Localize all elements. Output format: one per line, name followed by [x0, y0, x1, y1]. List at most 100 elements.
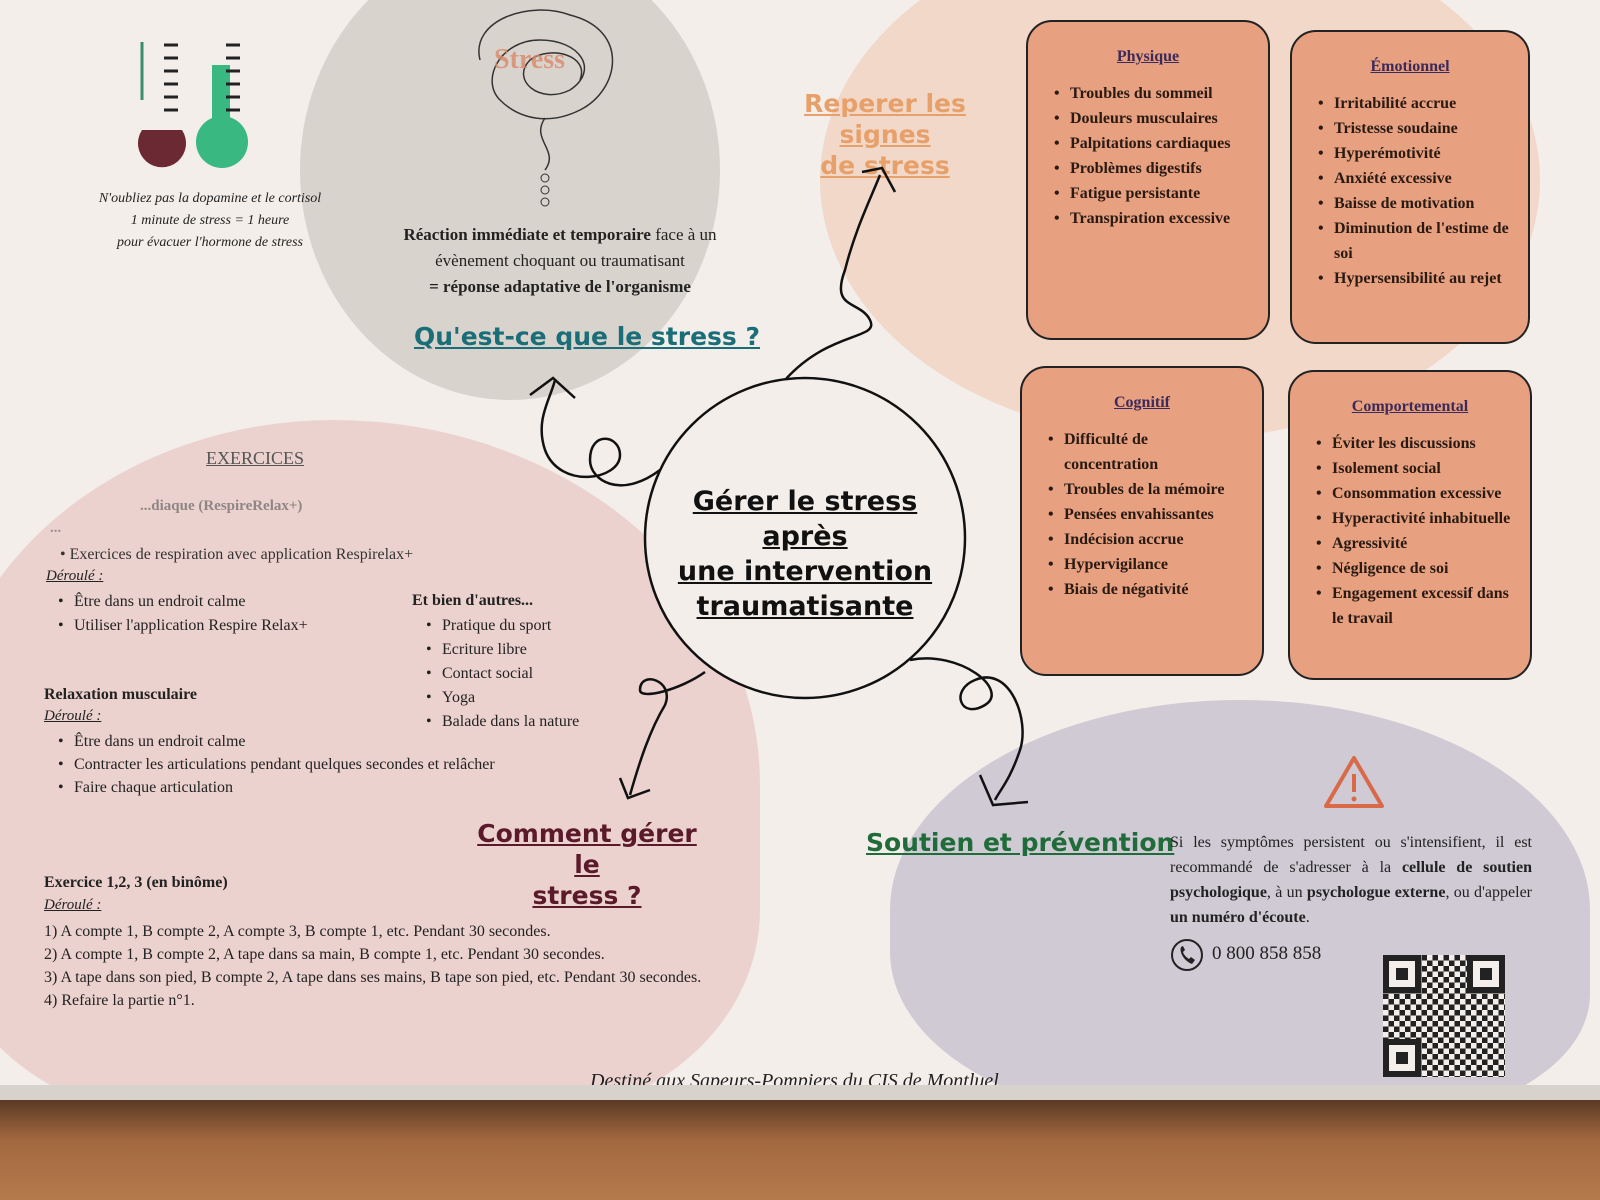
heading-how-to: Comment gérer le stress ?	[462, 818, 712, 911]
frame-edge	[0, 1085, 1600, 1103]
list-item: Balade dans la nature	[426, 710, 579, 734]
list-item: Transpiration excessive	[1054, 206, 1252, 231]
list-item: Contact social	[426, 662, 579, 686]
phone-number: 0 800 858 858	[1212, 943, 1322, 964]
heading-signs: Reperer les signes de stress	[770, 88, 1000, 181]
mindmap-arrows	[529, 166, 1029, 807]
list-item: Hyperactivité inhabituelle	[1316, 506, 1514, 531]
heading-how-to-line: stress ?	[532, 881, 642, 910]
list-item: 1) A compte 1, B compte 2, A compte 3, B…	[44, 923, 551, 940]
others-list: Pratique du sport Ecriture libre Contact…	[424, 614, 579, 734]
binome-title: Exercice 1,2, 3 (en binôme)	[44, 874, 228, 891]
list-item: Être dans un endroit calme	[58, 590, 308, 614]
support-text-part: , ou d'appeler	[1445, 884, 1532, 901]
thermometer-note: N'oubliez pas la dopamine et le cortisol…	[60, 188, 360, 254]
muscle-steps: Être dans un endroit calme Contracter le…	[56, 730, 524, 799]
list-item: Isolement social	[1316, 456, 1514, 481]
poster: N'oubliez pas la dopamine et le cortisol…	[0, 0, 1600, 1100]
bg-blob-grey-top	[300, 0, 720, 400]
list-item: Tristesse soudaine	[1318, 116, 1512, 141]
list-item: Agressivité	[1316, 531, 1514, 556]
list-item: Troubles de la mémoire	[1048, 477, 1246, 502]
cardiac-steps: Être dans un endroit calme Utiliser l'ap…	[56, 590, 308, 638]
definition-text: face à un	[650, 225, 717, 244]
cardiac-desc: • Exercices de respiration avec applicat…	[60, 546, 414, 563]
support-text: Si les symptômes persistent ou s'intensi…	[1170, 830, 1532, 930]
phone-icon	[1171, 939, 1203, 971]
box-physique: Physique Troubles du sommeil Douleurs mu…	[1026, 20, 1270, 340]
support-text-bold: cellule de soutien psychologique	[1170, 859, 1533, 901]
muscle-deroule: Déroulé :	[44, 708, 102, 724]
list-item: Hypervigilance	[1048, 552, 1246, 577]
binome-steps: 1) A compte 1, B compte 2, A compte 3, B…	[44, 920, 724, 1012]
list-item: Yoga	[426, 686, 579, 710]
list-item: Hyperémotivité	[1318, 141, 1512, 166]
list-item: Palpitations cardiaques	[1054, 131, 1252, 156]
list-item: Indécision accrue	[1048, 527, 1246, 552]
list-item: Baisse de motivation	[1318, 191, 1512, 216]
heading-how-to-line: Comment gérer le	[477, 819, 697, 879]
center-title-line: une intervention	[677, 556, 933, 587]
stress-scribble-icon	[478, 9, 614, 207]
support-text-bold: psychologue externe	[1306, 884, 1446, 901]
wooden-desk	[0, 1100, 1600, 1200]
support-text-part: , à un	[1266, 884, 1307, 901]
list-item: Pratique du sport	[426, 614, 579, 638]
list-item: Diminution de l'estime de soi	[1318, 216, 1512, 266]
box-comportemental: Comportemental Éviter les discussions Is…	[1288, 370, 1532, 680]
list-item: Utiliser l'application Respire Relax+	[58, 614, 308, 638]
definition-bold: Réaction immédiate et temporaire	[403, 225, 651, 244]
list-item: Troubles du sommeil	[1054, 81, 1252, 106]
box-title: Comportemental	[1351, 398, 1469, 415]
list-item: Hypersensibilité au rejet	[1318, 266, 1512, 291]
binome-deroule: Déroulé :	[44, 897, 102, 913]
definition-line: évènement choquant ou traumatisant	[435, 251, 685, 270]
note-line: pour évacuer l'hormone de stress	[117, 235, 303, 250]
list-item: Consommation excessive	[1316, 481, 1514, 506]
list-item: Contracter les articulations pendant que…	[58, 753, 524, 776]
box-cognitif: Cognitif Difficulté de concentration Tro…	[1020, 366, 1264, 676]
list-item: Difficulté de concentration	[1048, 427, 1246, 477]
cardiac-deroule: Déroulé :	[46, 568, 104, 584]
heading-signs-line: Reperer les signes	[804, 89, 966, 149]
stress-word: Stress	[494, 44, 566, 75]
list-item: Douleurs musculaires	[1054, 106, 1252, 131]
list-item: Être dans un endroit calme	[58, 730, 524, 753]
list-item: 2) A compte 1, B compte 2, A tape dans s…	[44, 946, 605, 963]
list-item: Biais de négativité	[1048, 577, 1246, 602]
support-text-part: Si les symptômes persistent ou s'intensi…	[1170, 834, 1532, 876]
list-item: 3) A tape dans son pied, B compte 2, A t…	[44, 969, 702, 986]
list-item: Éviter les discussions	[1316, 431, 1514, 456]
heading-support: Soutien et prévention	[866, 828, 1175, 857]
warning-icon	[1324, 756, 1384, 808]
list-item: Irritabilité accrue	[1318, 91, 1512, 116]
center-circle	[643, 376, 967, 700]
stress-definition: Réaction immédiate et temporaire face à …	[380, 222, 740, 300]
definition-line: = réponse adaptative de l'organisme	[429, 277, 691, 296]
list-item: Négligence de soi	[1316, 556, 1514, 581]
support-text-part: .	[1305, 909, 1310, 926]
list-item: Problèmes digestifs	[1054, 156, 1252, 181]
list-item: Fatigue persistante	[1054, 181, 1252, 206]
cardiac-title: ...diaque (RespireRelax+)	[140, 498, 303, 514]
note-line: 1 minute de stress = 1 heure	[130, 213, 290, 228]
list-item: Engagement excessif dans le travail	[1316, 581, 1514, 631]
qr-code	[1383, 955, 1505, 1077]
list-item: Ecriture libre	[426, 638, 579, 662]
muscle-title: Relaxation musculaire	[44, 686, 198, 703]
exercises-title: EXERCICES	[206, 448, 305, 468]
center-title-line: traumatisante	[696, 591, 914, 622]
center-title: Gérer le stress après une intervention t…	[650, 484, 960, 624]
thermometer-icon	[138, 42, 248, 168]
note-line: N'oubliez pas la dopamine et le cortisol	[98, 191, 322, 206]
heading-what-is-stress: Qu'est-ce que le stress ?	[414, 322, 761, 351]
center-title-line: Gérer le stress après	[692, 486, 918, 552]
support-text-bold: un numéro d'écoute	[1170, 909, 1306, 926]
box-title: Physique	[1116, 48, 1180, 65]
box-emotionnel: Émotionnel Irritabilité accrue Tristesse…	[1290, 30, 1530, 344]
list-item: Anxiété excessive	[1318, 166, 1512, 191]
list-item: Faire chaque articulation	[58, 776, 524, 799]
others-title: Et bien d'autres...	[412, 592, 534, 609]
box-title: Émotionnel	[1370, 58, 1450, 75]
cardiac-sub: ...	[50, 520, 62, 536]
